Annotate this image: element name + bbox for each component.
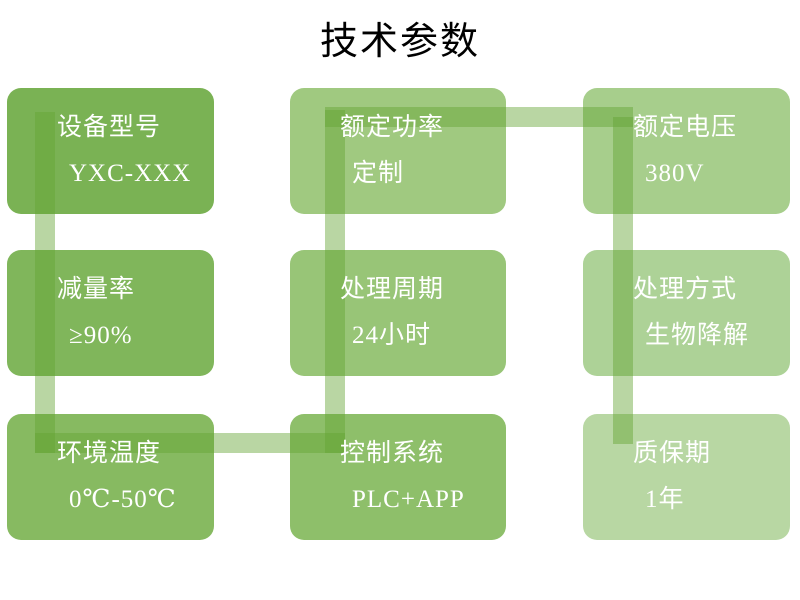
param-label: 额定功率 [340,114,445,141]
param-label: 额定电压 [633,114,738,141]
slide-title: 技术参数 [319,21,480,63]
param-value: 1年 [645,486,685,513]
param-label: 设备型号 [57,114,162,141]
param-box-content: 额定电压 380V [583,88,790,190]
param-box-treatment-cycle: 处理周期 24小时 [290,250,506,376]
param-box-treatment-method: 处理方式 生物降解 [583,250,790,376]
param-value: 生物降解 [645,322,750,349]
param-box-content: 质保期 1年 [583,414,790,516]
param-box-device-model: 设备型号 YXC-XXX [7,88,214,214]
param-value: PLC+APP [352,486,465,513]
param-box-content: 减量率 ≥90% [7,250,214,352]
param-box-control-system: 控制系统 PLC+APP [290,414,506,540]
param-box-reduction-rate: 减量率 ≥90% [7,250,214,376]
connector-band-top-horizontal [325,107,633,127]
param-box-warranty-period: 质保期 1年 [583,414,790,540]
param-box-content: 环境温度 0℃-50℃ [7,414,214,516]
param-box-content: 设备型号 YXC-XXX [7,88,214,190]
param-box-rated-voltage: 额定电压 380V [583,88,790,214]
param-box-content: 处理周期 24小时 [290,250,506,352]
param-box-ambient-temperature: 环境温度 0℃-50℃ [7,414,214,540]
connector-band-right-vertical [613,117,633,444]
connector-band-bottom-horizontal [35,433,345,453]
param-label: 减量率 [57,276,136,303]
param-value: YXC-XXX [69,160,192,187]
param-value: ≥90% [69,322,133,349]
param-label: 处理方式 [633,276,738,303]
param-value: 380V [645,160,705,187]
connector-band-left-vertical [35,112,55,453]
param-label: 质保期 [633,440,712,467]
param-value: 24小时 [352,322,432,349]
param-box-content: 控制系统 PLC+APP [290,414,506,516]
param-label: 控制系统 [340,440,445,467]
param-box-content: 额定功率 定制 [290,88,506,190]
param-value: 定制 [352,160,405,187]
param-box-content: 处理方式 生物降解 [583,250,790,352]
param-label: 环境温度 [57,440,162,467]
connector-band-middle-vertical [325,110,345,453]
param-label: 处理周期 [340,276,445,303]
param-box-rated-power: 额定功率 定制 [290,88,506,214]
param-value: 0℃-50℃ [69,486,177,513]
